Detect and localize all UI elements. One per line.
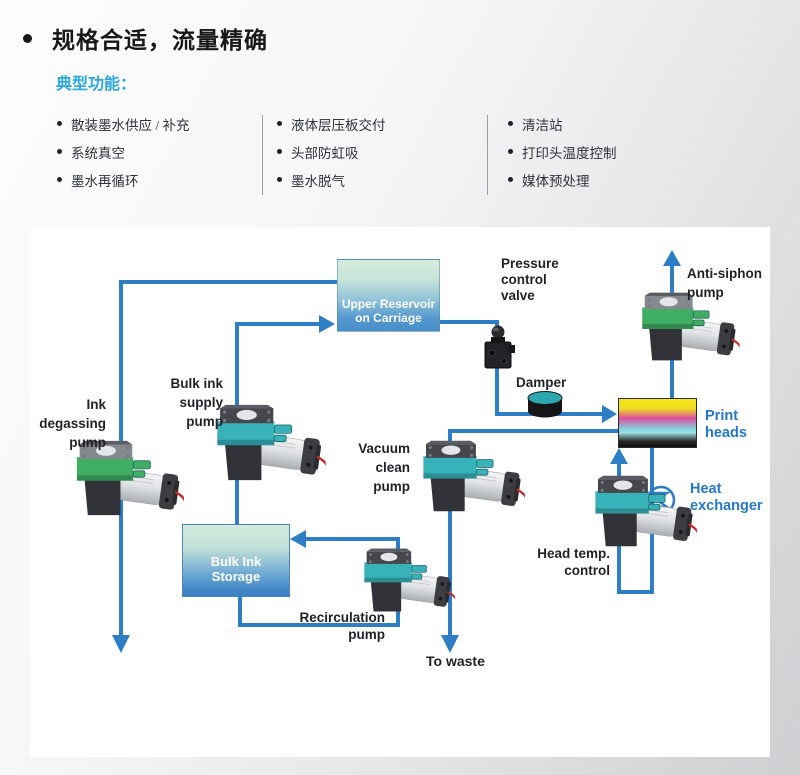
label-line: pump	[69, 435, 106, 450]
ink-system-diagram: Upper Reservoir on Carriage Bulk Ink Sto…	[30, 227, 770, 757]
vacuum-clean-pump-label: Vacuum clean pump	[318, 439, 410, 496]
page-title: 规格合适，流量精确	[52, 27, 268, 53]
feature-text: 系统真空	[71, 145, 125, 161]
feature-column-3: 清洁站 打印头温度控制 媒体预处理	[488, 113, 617, 197]
label-line: control	[564, 563, 610, 578]
label-line: valve	[501, 288, 535, 303]
feature-item: 墨水再循环	[57, 169, 262, 190]
recirculation-pump-illustration	[355, 547, 455, 613]
pressure-control-valve-icon	[484, 325, 515, 369]
feature-item: 墨水脱气	[277, 169, 487, 190]
pressure-control-valve-label: Pressure control valve	[501, 256, 559, 304]
head-temp-control-label: Head temp. control	[485, 545, 610, 579]
label-line: Heat	[690, 481, 722, 497]
damper-icon	[527, 391, 563, 418]
vacuum-clean-pump-illustration	[413, 439, 525, 513]
feature-item: 打印头温度控制	[508, 141, 617, 162]
bullet-icon	[57, 149, 62, 154]
feature-text: 头部防虹吸	[291, 145, 359, 161]
bulk-ink-storage-box: Bulk Ink Storage	[182, 524, 290, 597]
recirculation-pump-label: Recirculation pump	[260, 609, 385, 643]
arrow-right-icon	[319, 315, 335, 333]
title-bullet	[23, 34, 32, 43]
label-line: Recirculation	[299, 610, 385, 625]
upper-reservoir-box: Upper Reservoir on Carriage	[337, 259, 440, 332]
feature-text: 墨水脱气	[291, 173, 345, 189]
label-line: control	[501, 272, 547, 287]
feature-item: 清洁站	[508, 113, 617, 134]
label-line: Vacuum	[358, 441, 410, 456]
line-reservoir-valve-printheads	[440, 320, 602, 416]
line-ink-degassing	[119, 280, 337, 637]
label-line: heads	[705, 425, 747, 441]
bulk-ink-supply-pump-label: Bulk ink supply pump	[123, 374, 223, 431]
label-line: Head temp.	[537, 546, 610, 561]
bullet-icon	[508, 149, 513, 154]
line-vacuum-waste	[448, 429, 618, 637]
bullet-icon	[508, 121, 513, 126]
head-temp-control-pump-illustration	[585, 474, 697, 548]
bullet-icon	[57, 121, 62, 126]
feature-text: 墨水再循环	[71, 173, 139, 189]
bullet-icon	[57, 177, 62, 182]
storage-label-line2: Storage	[211, 569, 261, 584]
arrow-left-icon	[290, 530, 306, 548]
feature-column-1: 散装墨水供应 / 补充 系统真空 墨水再循环	[57, 113, 262, 197]
feature-item: 散装墨水供应 / 补充	[57, 113, 262, 134]
label-line: exchanger	[690, 498, 763, 514]
label-line: pump	[348, 627, 385, 642]
label-line: degassing	[39, 416, 106, 431]
column-divider	[262, 115, 263, 195]
label-line: Ink	[86, 397, 106, 412]
anti-siphon-pump-label: Anti-siphon pump	[687, 264, 762, 302]
reservoir-label-line2: on Carriage	[355, 311, 422, 325]
feature-item: 系统真空	[57, 141, 262, 162]
to-waste-label: To waste	[426, 652, 485, 671]
reservoir-label-line1: Upper Reservoir	[341, 297, 436, 311]
column-divider	[487, 115, 488, 195]
bullet-icon	[277, 177, 282, 182]
feature-text: 液体层压板交付	[291, 117, 386, 133]
label-line: Bulk ink	[170, 376, 223, 391]
label-line: pump	[687, 285, 724, 300]
feature-text: 散装墨水供应 / 补充	[71, 117, 190, 133]
section-subtitle: 典型功能：	[56, 76, 137, 93]
feature-list: 散装墨水供应 / 补充 系统真空 墨水再循环 液体层压板交付 头部防虹吸 墨水脱…	[57, 113, 717, 197]
arrow-right-icon	[602, 405, 617, 423]
label-line: Anti-siphon	[687, 266, 762, 281]
label-line: Pressure	[501, 256, 559, 271]
bullet-icon	[508, 177, 513, 182]
label-line: pump	[373, 479, 410, 494]
bullet-icon	[277, 121, 282, 126]
damper-label: Damper	[516, 373, 566, 392]
bulk-ink-supply-pump-illustration	[206, 403, 326, 482]
bullet-icon	[277, 149, 282, 154]
label-line: Damper	[516, 375, 567, 390]
storage-label-line1: Bulk Ink	[210, 554, 262, 569]
label-line: pump	[186, 414, 223, 429]
arrow-up-icon	[663, 250, 681, 266]
feature-text: 媒体预处理	[522, 173, 590, 189]
label-line: Print	[705, 408, 739, 424]
feature-text: 打印头温度控制	[522, 145, 617, 161]
label-line: supply	[179, 395, 223, 410]
feature-column-2: 液体层压板交付 头部防虹吸 墨水脱气	[263, 113, 487, 197]
feature-item: 液体层压板交付	[277, 113, 487, 134]
ink-degassing-pump-label: Ink degassing pump	[32, 395, 106, 452]
feature-item: 媒体预处理	[508, 169, 617, 190]
label-line: To waste	[426, 653, 485, 669]
heat-exchanger-label: Heat exchanger	[690, 481, 763, 515]
arrow-down-icon	[441, 635, 459, 653]
arrow-up-icon	[610, 448, 628, 464]
feature-text: 清洁站	[522, 117, 563, 133]
feature-item: 头部防虹吸	[277, 141, 487, 162]
print-heads-box	[618, 398, 697, 448]
print-heads-label: Print heads	[705, 408, 747, 442]
line-recirculation-loop	[238, 537, 400, 627]
arrow-down-icon	[112, 635, 130, 653]
label-line: clean	[375, 460, 410, 475]
